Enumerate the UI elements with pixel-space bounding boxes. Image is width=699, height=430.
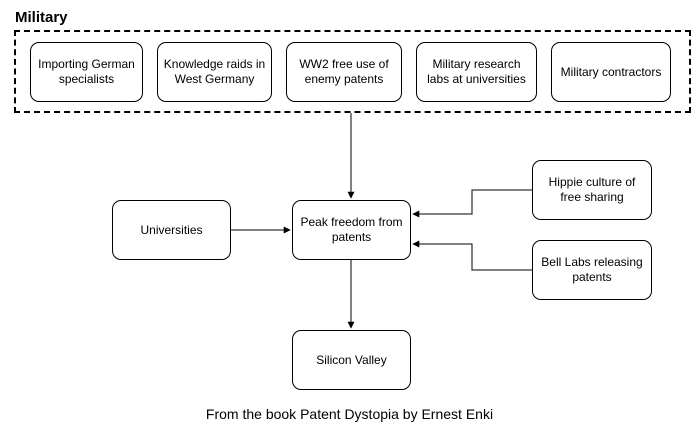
node-bell-labs[interactable]: Bell Labs releasing patents — [532, 240, 652, 300]
node-importing-german-specialists[interactable]: Importing German specialists — [30, 42, 143, 102]
node-military-contractors[interactable]: Military contractors — [551, 42, 671, 102]
source-caption: From the book Patent Dystopia by Ernest … — [205, 406, 494, 422]
node-military-research-labs[interactable]: Military research labs at universities — [416, 42, 537, 102]
node-universities[interactable]: Universities — [112, 200, 231, 260]
node-hippie-culture[interactable]: Hippie culture of free sharing — [532, 160, 652, 220]
edge-hippie-to-peak — [412, 189, 532, 218]
military-group-title: Military — [15, 9, 68, 26]
node-ww2-enemy-patents[interactable]: WW2 free use of enemy patents — [286, 42, 402, 102]
node-peak-freedom[interactable]: Peak freedom from patents — [292, 200, 411, 260]
edge-bell-labs-to-peak — [412, 240, 532, 271]
node-knowledge-raids[interactable]: Knowledge raids in West Germany — [157, 42, 272, 102]
node-silicon-valley[interactable]: Silicon Valley — [292, 330, 411, 390]
military-group — [14, 30, 691, 113]
